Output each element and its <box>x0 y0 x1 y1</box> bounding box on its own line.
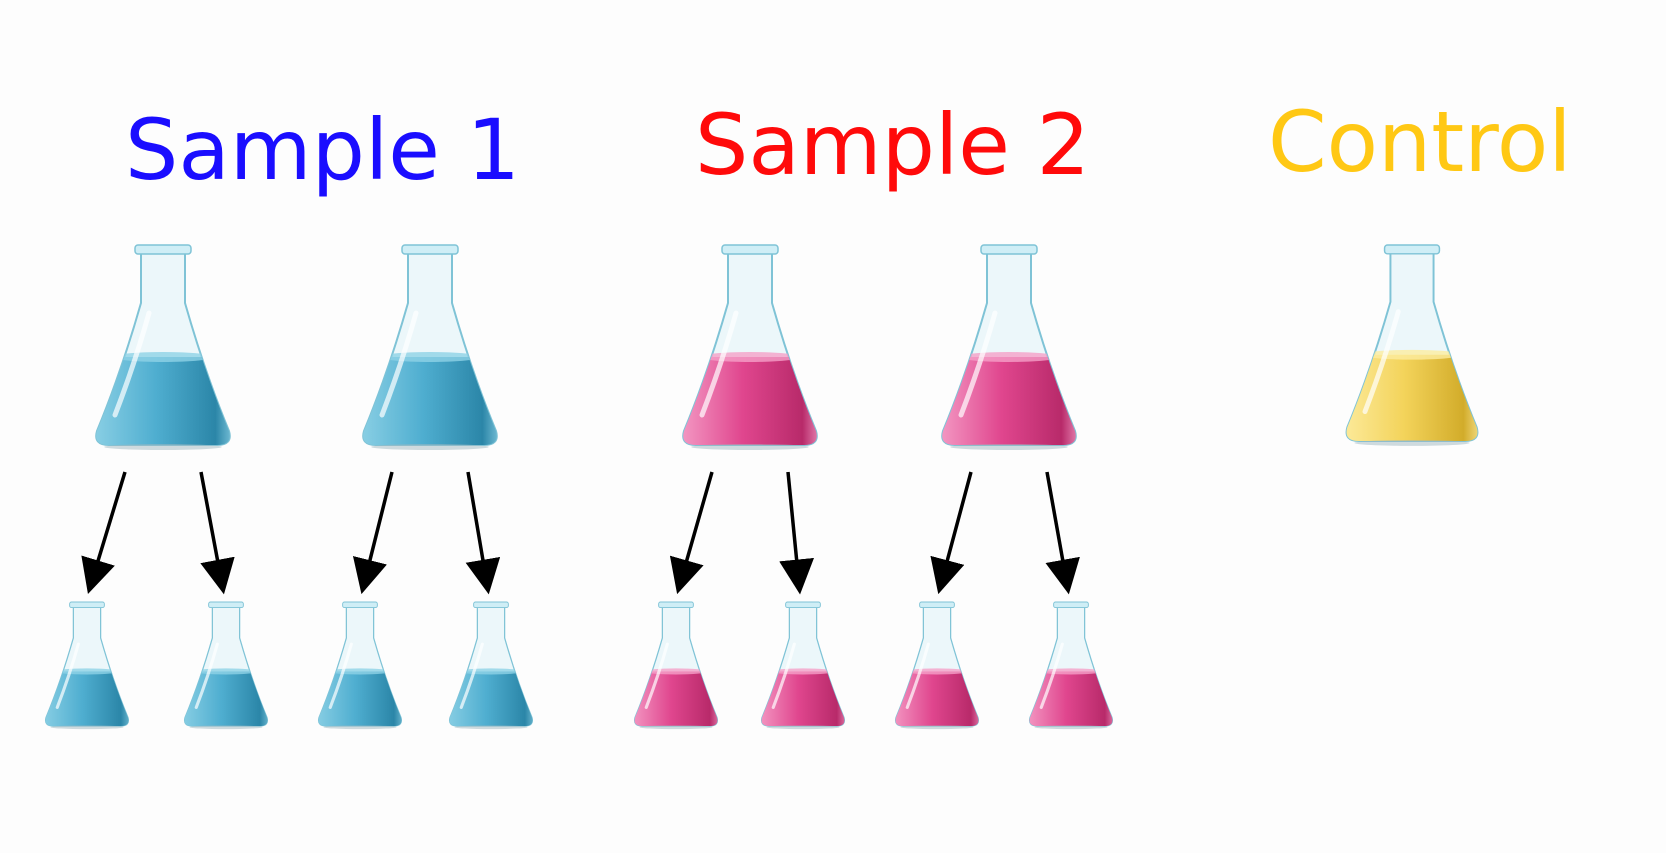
split-arrow-1-1 <box>81 471 127 595</box>
sample-1-title: Sample 1 <box>125 101 521 199</box>
parent-flask-1 <box>95 244 231 450</box>
split-arrow-3-2 <box>779 471 815 595</box>
replicate-flask-4-1 <box>894 601 980 730</box>
split-arrow-1-2 <box>199 471 235 595</box>
split-arrow-2-1 <box>352 471 394 595</box>
sample-2-title: Sample 2 <box>695 96 1091 194</box>
parent-flask-4 <box>941 244 1077 450</box>
replicate-flask-4-2 <box>1028 601 1114 730</box>
parent-flask-2 <box>362 244 498 450</box>
replicate-flask-1-2 <box>183 601 269 730</box>
split-arrow-4-2 <box>1045 471 1080 595</box>
control-title: Control <box>1268 93 1572 191</box>
replicate-flask-1-1 <box>44 601 130 730</box>
replicate-flask-2-1 <box>317 601 403 730</box>
replicate-flask-3-2 <box>760 601 846 730</box>
parent-flask-3 <box>682 244 818 450</box>
replicate-flask-3-1 <box>633 601 719 730</box>
replicate-flask-2-2 <box>448 601 534 730</box>
split-arrow-3-1 <box>669 471 714 595</box>
split-arrow-2-2 <box>465 471 501 595</box>
control-flask <box>1345 244 1479 446</box>
split-arrow-4-1 <box>930 471 973 595</box>
